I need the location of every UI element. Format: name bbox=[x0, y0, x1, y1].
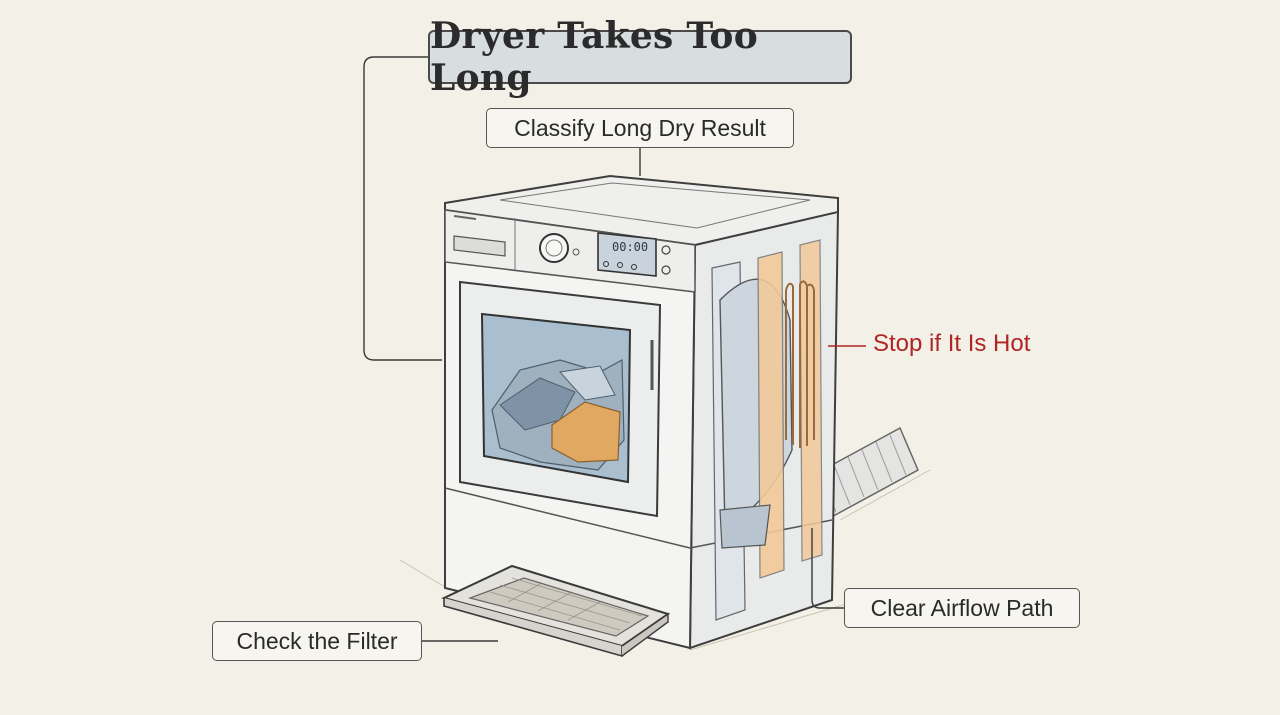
filter-label: Check the Filter bbox=[212, 621, 422, 661]
dial-knob-icon bbox=[539, 233, 569, 263]
lint-filter-tray bbox=[441, 564, 671, 658]
heating-element-icon bbox=[785, 280, 815, 448]
diagram-title-text: Dryer Takes Too Long bbox=[430, 15, 759, 99]
display-time: 00:00 bbox=[612, 240, 648, 254]
classify-label: Classify Long Dry Result bbox=[486, 108, 794, 148]
diagram-title: Dryer Takes Too Long bbox=[428, 15, 852, 99]
digital-display bbox=[597, 232, 657, 277]
hot-warning-label: Stop if It Is Hot bbox=[873, 330, 1031, 357]
cutaway-interior bbox=[711, 239, 823, 621]
airflow-label: Clear Airflow Path bbox=[844, 588, 1080, 628]
leader-lines bbox=[363, 56, 866, 642]
